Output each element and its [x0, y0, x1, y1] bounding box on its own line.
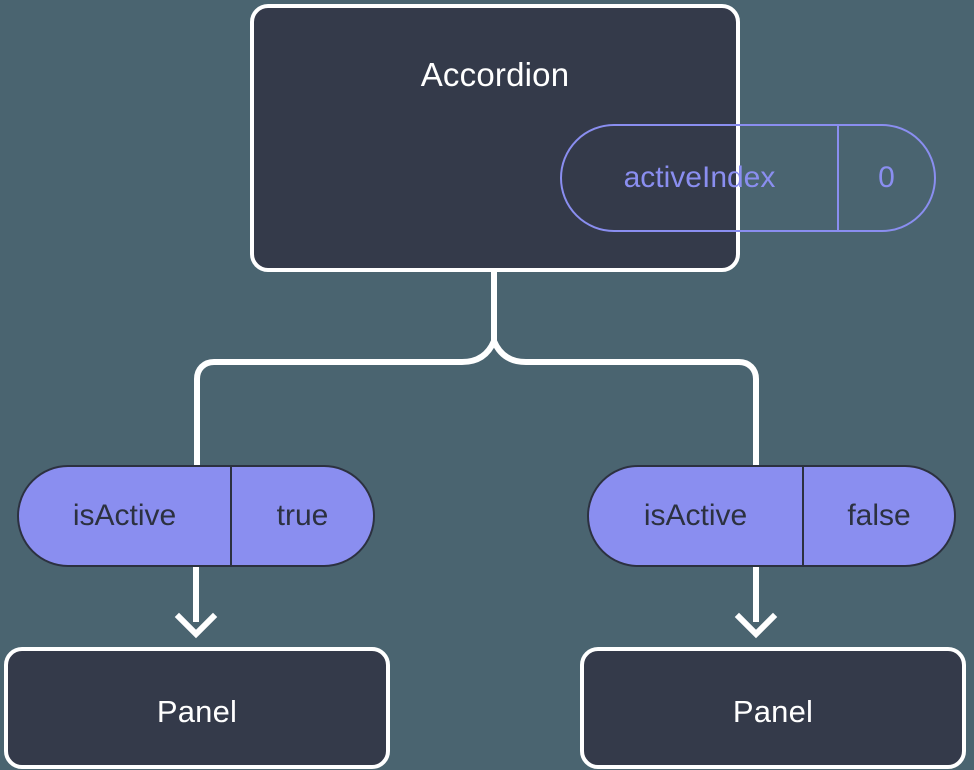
branch-connector-left [194, 338, 497, 468]
panel-right-node[interactable]: Panel [580, 647, 966, 769]
prop-pill-right-key: isActive [589, 467, 804, 565]
state-pill-activeindex[interactable]: activeIndex 0 [560, 124, 936, 232]
arrow-head-right [734, 612, 778, 639]
accordion-node[interactable]: Accordion activeIndex 0 [250, 4, 936, 272]
prop-pill-isactive-true[interactable]: isActive true [17, 465, 375, 567]
accordion-node-title: Accordion [420, 56, 570, 93]
arrow-head-left [174, 612, 218, 639]
panel-left-title: Panel [156, 694, 238, 729]
panel-right-title: Panel [732, 694, 814, 729]
panel-left-node[interactable]: Panel [4, 647, 390, 769]
prop-pill-left-value: true [276, 499, 329, 532]
prop-pill-isactive-false[interactable]: isActive false [587, 465, 956, 567]
state-pill-key: activeIndex [562, 126, 839, 230]
state-pill-value: 0 [878, 161, 895, 194]
branch-connector-right [491, 338, 759, 468]
prop-pill-left-key: isActive [19, 467, 232, 565]
prop-pill-right-value: false [847, 499, 911, 532]
